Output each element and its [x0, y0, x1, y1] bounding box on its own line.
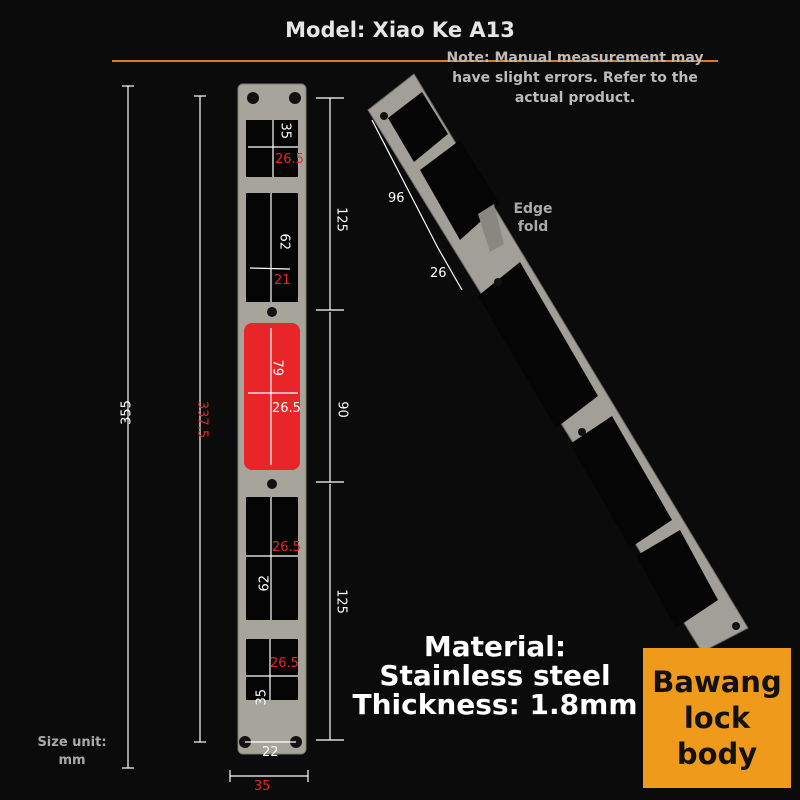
material-label: Material:	[423, 630, 567, 663]
thickness-value: Thickness: 1.8mm	[352, 688, 638, 721]
dim-bottom-window-height: 35	[254, 688, 270, 706]
dim-side-26: 26	[430, 266, 447, 281]
material-info: Material: Stainless steel Thickness: 1.8…	[345, 632, 645, 719]
dim-hole-spacing: 22	[262, 745, 279, 760]
dim-second-window-width: 21	[274, 273, 291, 288]
dim-red-window-height: 79	[269, 359, 285, 377]
dim-top-window-width: 26.5	[275, 152, 304, 167]
dim-third-window-width: 26.5	[272, 540, 301, 555]
front-strike-plate	[237, 83, 307, 755]
dim-middle-section: 90	[334, 401, 350, 418]
dim-inner-length: 337.5	[194, 400, 210, 439]
title-underline	[112, 60, 718, 62]
edge-fold-label: Edge fold	[513, 201, 553, 235]
measurement-note: Note: Manual measurement may have slight…	[446, 50, 704, 106]
dim-top-section: 125	[333, 207, 349, 232]
dim-side-96: 96	[388, 191, 405, 206]
dim-plate-width: 35	[254, 779, 271, 794]
angled-strike-plate	[367, 73, 749, 653]
dim-bottom-section: 125	[333, 589, 349, 614]
dim-second-window-height: 62	[276, 233, 292, 251]
model-title: Model: Xiao Ke A13	[285, 18, 515, 42]
dim-top-window-height: 35	[277, 122, 293, 140]
brand-badge: Bawang lock body	[643, 648, 791, 788]
dimension-lines	[122, 85, 344, 782]
dim-third-window-height: 62	[257, 574, 273, 592]
dim-total-length: 355	[119, 400, 135, 425]
brand-badge-text: Bawang lock body	[652, 665, 782, 771]
size-unit-label: Size unit: mm	[37, 735, 107, 768]
angled-dimension-lines	[371, 119, 463, 291]
material-value: Stainless steel	[379, 659, 611, 692]
dim-bottom-window-width: 26.5	[270, 656, 299, 671]
dim-red-window-width: 26.5	[272, 401, 301, 416]
